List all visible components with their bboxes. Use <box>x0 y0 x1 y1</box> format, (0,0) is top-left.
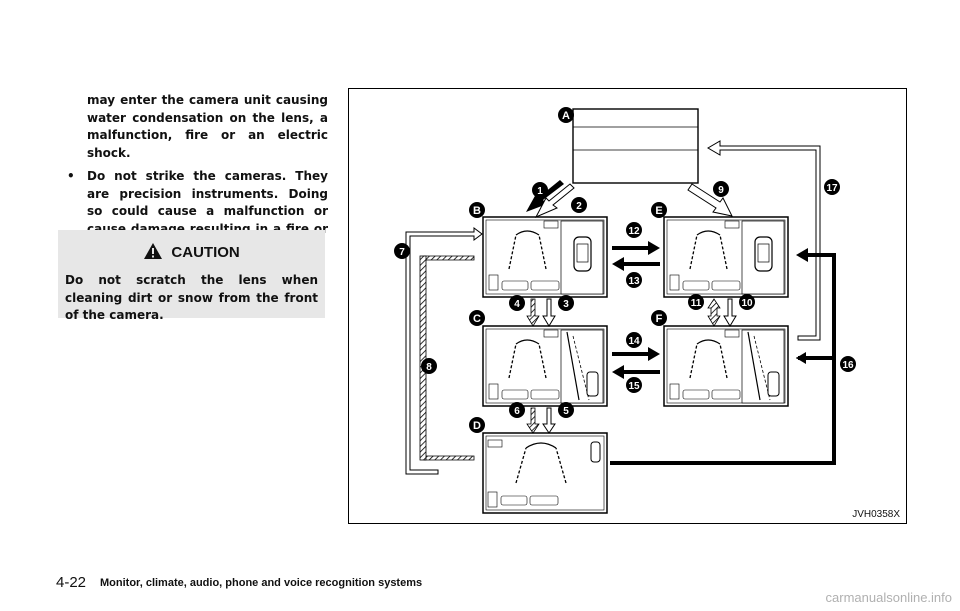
watermark: carmanualsonline.info <box>825 590 952 605</box>
arrow-5 <box>542 407 556 434</box>
arrow-13 <box>612 257 660 271</box>
letter-d: D <box>473 420 481 432</box>
num-9: 9 <box>718 185 724 196</box>
arrow-7 <box>405 227 483 475</box>
letter-a: A <box>562 110 570 122</box>
diagram-code: JVH0358X <box>852 509 900 520</box>
letter-f: F <box>656 313 663 325</box>
page-number: 4-22 <box>56 574 87 591</box>
arrow-6 <box>526 407 540 434</box>
arrow-14 <box>612 347 660 361</box>
caution-heading: CAUTION <box>58 242 325 261</box>
screen-f <box>663 325 789 407</box>
arrow-11 <box>707 298 721 327</box>
num-6: 6 <box>514 406 520 417</box>
arrow-2 <box>534 183 575 219</box>
screen-b <box>482 216 608 298</box>
num-3: 3 <box>563 299 569 310</box>
warning-triangle-icon <box>144 243 163 259</box>
arrow-9 <box>687 183 733 217</box>
caution-text: Do not scratch the lens when cleaning di… <box>65 273 318 322</box>
letter-b: B <box>473 205 481 217</box>
callout-letters: A B C D E F <box>469 107 667 433</box>
section-title: Monitor, climate, audio, phone and voice… <box>100 577 423 589</box>
arrow-3 <box>542 298 556 327</box>
arrow-12 <box>612 241 660 255</box>
num-12: 12 <box>628 226 640 237</box>
num-1: 1 <box>537 186 543 197</box>
num-2: 2 <box>576 201 582 212</box>
num-4: 4 <box>514 299 520 310</box>
arrow-15 <box>612 365 660 379</box>
arrow-8 <box>423 255 475 461</box>
caution-title: CAUTION <box>171 244 240 261</box>
arrow-4 <box>526 298 540 327</box>
caution-box: CAUTION Do not scratch the lens when cle… <box>58 230 325 322</box>
num-10: 10 <box>741 298 753 309</box>
num-7: 7 <box>399 247 405 258</box>
num-11: 11 <box>691 298 702 309</box>
letter-e: E <box>655 205 662 217</box>
arrow-10 <box>723 298 737 327</box>
paragraph-continued: may enter the camera unit causing water … <box>87 93 328 160</box>
letter-c: C <box>473 313 481 325</box>
screen-d <box>482 432 608 514</box>
screen-e <box>663 216 789 298</box>
camera-view-diagram: A B C D E F 1 2 3 4 5 6 7 8 9 10 11 12 1… <box>348 88 907 524</box>
screen-c <box>482 325 608 407</box>
num-17: 17 <box>826 183 838 194</box>
num-13: 13 <box>628 276 640 287</box>
callout-numbers: 1 2 3 4 5 6 7 8 9 10 11 12 13 14 15 16 1… <box>394 179 856 418</box>
num-8: 8 <box>426 362 432 373</box>
num-15: 15 <box>628 381 640 392</box>
num-5: 5 <box>563 406 569 417</box>
bullet-dot: • <box>67 169 75 183</box>
arrow-17 <box>707 140 821 341</box>
screen-a <box>572 108 699 184</box>
num-14: 14 <box>628 336 640 347</box>
num-16: 16 <box>842 360 854 371</box>
